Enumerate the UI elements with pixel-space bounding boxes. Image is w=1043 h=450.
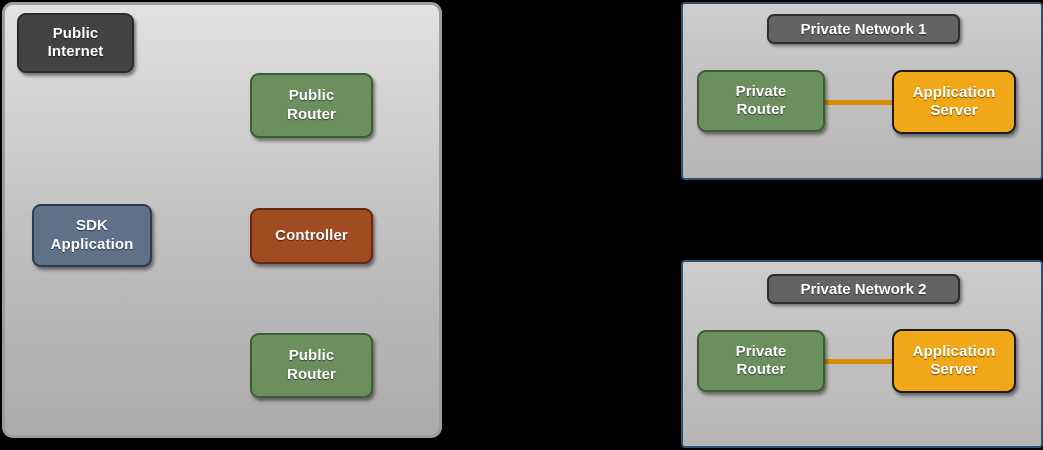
public-internet-label-line1: Public bbox=[52, 24, 99, 42]
application-server-1-label-line1: Application bbox=[912, 83, 996, 101]
node-private-router-2[interactable]: Private Router bbox=[697, 330, 825, 392]
node-private-router-1[interactable]: Private Router bbox=[697, 70, 825, 132]
node-sdk-application[interactable]: SDK Application bbox=[32, 204, 152, 267]
controller-label: Controller bbox=[275, 226, 348, 244]
node-controller[interactable]: Controller bbox=[250, 208, 373, 264]
private-network-1-title: Private Network 1 bbox=[767, 14, 960, 44]
public-zone-panel: Public Internet Public Router SDK Applic… bbox=[2, 2, 442, 438]
connector-router-to-server-1 bbox=[806, 100, 896, 105]
node-application-server-1[interactable]: Application Server bbox=[892, 70, 1016, 134]
private-network-2-title: Private Network 2 bbox=[767, 274, 960, 304]
private-network-2-panel: Private Network 2 Private Router Applica… bbox=[681, 260, 1043, 448]
application-server-1-label-line2: Server bbox=[930, 102, 978, 119]
private-router-1-label-line2: Router bbox=[736, 101, 786, 118]
public-internet-label-line2: Internet bbox=[47, 43, 104, 60]
node-public-router-top[interactable]: Public Router bbox=[250, 73, 373, 138]
application-server-2-label-line1: Application bbox=[912, 342, 996, 360]
private-network-1-panel: Private Network 1 Private Router Applica… bbox=[681, 2, 1043, 180]
public-router-bottom-label-line2: Router bbox=[287, 365, 336, 383]
sdk-application-label-line1: SDK bbox=[76, 217, 108, 235]
sdk-application-label-line2: Application bbox=[50, 235, 134, 253]
public-router-top-label-line1: Public bbox=[288, 87, 335, 105]
connector-router-to-server-2 bbox=[806, 359, 896, 364]
node-application-server-2[interactable]: Application Server bbox=[892, 329, 1016, 393]
node-public-router-bottom[interactable]: Public Router bbox=[250, 333, 373, 398]
public-router-top-label-line2: Router bbox=[287, 105, 336, 123]
public-router-bottom-label-line1: Public bbox=[288, 347, 335, 365]
private-router-1-label-line1: Private bbox=[735, 82, 787, 100]
node-public-internet[interactable]: Public Internet bbox=[17, 13, 134, 73]
private-router-2-label-line2: Router bbox=[736, 361, 786, 378]
private-router-2-label-line1: Private bbox=[735, 342, 787, 360]
application-server-2-label-line2: Server bbox=[930, 361, 978, 378]
